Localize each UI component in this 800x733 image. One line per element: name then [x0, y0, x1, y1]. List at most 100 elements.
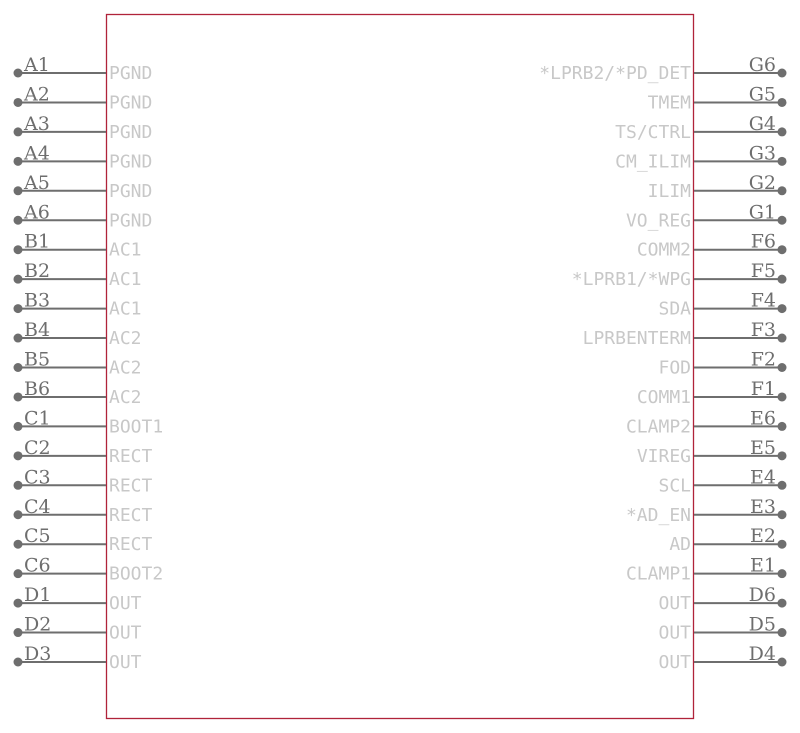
pin-name: BOOT2 [109, 564, 163, 585]
pin-number: F1 [751, 378, 776, 400]
pin-name: OUT [658, 652, 691, 673]
pin-number: F6 [751, 231, 776, 253]
pin-name: VIREG [637, 446, 691, 467]
pin-number: E5 [750, 437, 776, 459]
pin-name: CLAMP1 [626, 564, 691, 585]
pin-name: LPRBENTERM [583, 328, 692, 349]
pin-terminal-dot [777, 156, 787, 166]
pin-f3: F3 LPRBENTERM [583, 319, 787, 349]
pin-terminal-dot [13, 156, 23, 166]
pin-name: PGND [109, 63, 152, 84]
pin-number: A6 [23, 201, 50, 223]
pin-c5: C5 RECT [13, 525, 153, 555]
pin-number: C5 [24, 525, 51, 547]
pin-name: ILIM [648, 181, 692, 202]
pin-e3: E3*AD_EN [626, 496, 787, 526]
pin-number: F4 [751, 290, 776, 312]
pin-name: AC1 [109, 240, 142, 261]
pin-number: A4 [23, 142, 50, 164]
pin-b6: B6 AC2 [13, 378, 142, 408]
pin-number: D6 [749, 584, 776, 606]
pin-c3: C3 RECT [13, 466, 153, 496]
pin-terminal-dot [777, 628, 787, 638]
pin-name: SDA [658, 299, 691, 320]
pin-number: G1 [749, 201, 776, 223]
pin-a4: A4 PGND [13, 142, 152, 172]
pin-name: AC2 [109, 387, 142, 408]
pin-terminal-dot [777, 68, 787, 78]
pin-name: *LPRB1/*WPG [572, 269, 691, 290]
pin-name: COMM1 [637, 387, 691, 408]
pin-terminal-dot [777, 510, 787, 520]
pin-number: B6 [24, 378, 50, 400]
pin-terminal-dot [13, 333, 23, 343]
pin-name: AC2 [109, 328, 142, 349]
pin-number: D1 [24, 584, 51, 606]
pin-terminal-dot [13, 274, 23, 284]
pin-number: G5 [749, 83, 776, 105]
pin-number: C1 [24, 407, 51, 429]
pin-number: B5 [24, 349, 50, 371]
pin-c6: C6 BOOT2 [13, 555, 163, 585]
pin-g4: G4 TS/CTRL [615, 113, 787, 143]
pin-name: BOOT1 [109, 416, 163, 437]
pin-name: OUT [109, 652, 142, 673]
pin-number: C2 [24, 437, 51, 459]
pin-d1: D1 OUT [13, 584, 142, 614]
pin-number: C3 [24, 466, 51, 488]
pin-name: RECT [109, 505, 153, 526]
right-pin-group: G6*LPRB2/*PD_DETG5TMEMG4TS/CTRLG3CM_ILIM… [539, 54, 787, 673]
pin-terminal-dot [777, 186, 787, 196]
pin-name: TS/CTRL [615, 122, 691, 143]
pin-name: PGND [109, 210, 152, 231]
pin-name: RECT [109, 475, 153, 496]
pin-terminal-dot [777, 304, 787, 314]
pin-terminal-dot [13, 421, 23, 431]
pin-name: AC1 [109, 299, 142, 320]
pin-terminal-dot [777, 274, 787, 284]
pin-number: D5 [749, 614, 776, 636]
pin-name: PGND [109, 151, 152, 172]
pin-number: G4 [749, 113, 776, 135]
pin-name: AD [669, 534, 691, 555]
pin-terminal-dot [777, 215, 787, 225]
pin-name: OUT [109, 593, 142, 614]
pin-number: C6 [24, 555, 51, 577]
pin-name: PGND [109, 181, 152, 202]
pin-terminal-dot [13, 451, 23, 461]
pin-terminal-dot [13, 127, 23, 137]
pin-number: A1 [23, 54, 50, 76]
pin-terminal-dot [13, 598, 23, 608]
pin-number: G2 [749, 172, 776, 194]
pin-number: F3 [751, 319, 776, 341]
pin-terminal-dot [777, 598, 787, 608]
pin-number: F5 [751, 260, 776, 282]
pin-c1: C1 BOOT1 [13, 407, 163, 437]
pin-f4: F4 SDA [658, 290, 787, 320]
pin-terminal-dot [13, 510, 23, 520]
pin-name: PGND [109, 122, 152, 143]
pin-terminal-dot [777, 97, 787, 107]
pin-a6: A6 PGND [13, 201, 152, 231]
pin-number: B2 [24, 260, 50, 282]
pin-number: E6 [750, 407, 776, 429]
pin-terminal-dot [13, 569, 23, 579]
pin-terminal-dot [777, 451, 787, 461]
pin-name: RECT [109, 534, 153, 555]
